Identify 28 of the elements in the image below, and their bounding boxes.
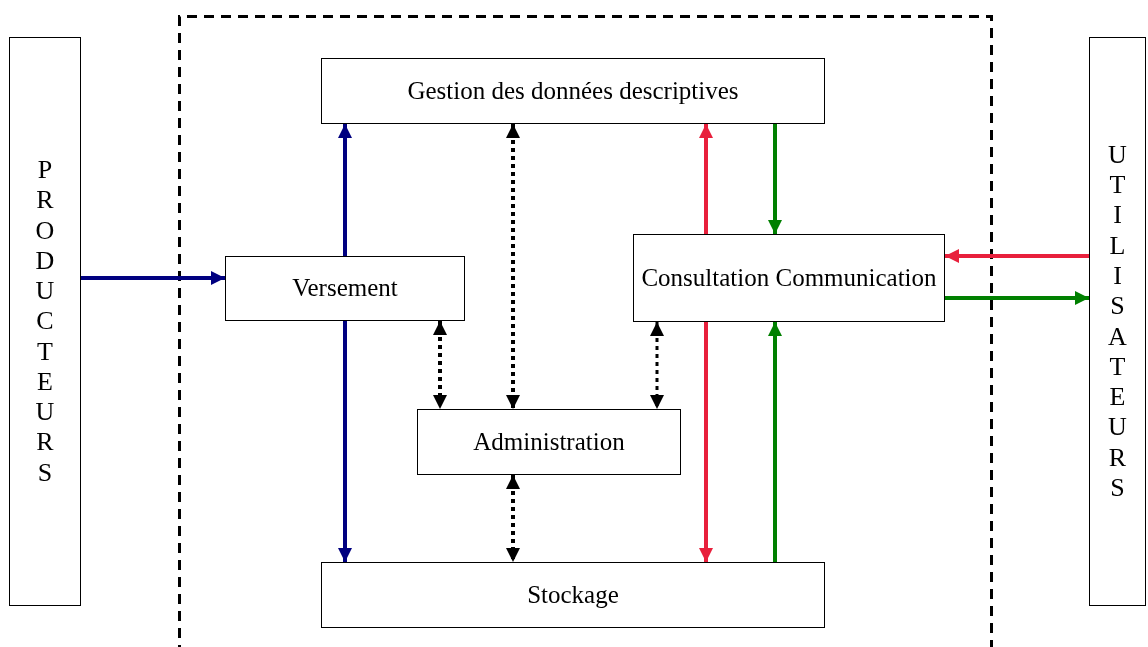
arrow <box>338 124 352 256</box>
actor-box <box>1089 37 1146 606</box>
arrow <box>81 271 225 285</box>
system-boundary <box>178 15 993 647</box>
arrow <box>338 321 352 562</box>
process-label: Administration <box>473 426 625 457</box>
actor-label: PRODUCTEURS <box>34 154 56 489</box>
arrow <box>650 322 664 409</box>
process-box <box>633 234 945 322</box>
arrow <box>945 291 1089 305</box>
process-label: Gestion des données descriptives <box>407 75 739 106</box>
actor-label: UTILISATEURS <box>1107 139 1128 504</box>
arrow <box>433 321 447 409</box>
arrow <box>768 322 782 562</box>
arrow <box>699 322 713 562</box>
arrow <box>945 249 1089 263</box>
process-label: Versement <box>292 273 398 304</box>
arrow <box>506 475 520 562</box>
process-box <box>417 409 681 475</box>
actor-box <box>9 37 81 606</box>
process-label: Stockage <box>527 579 619 610</box>
arrow <box>768 124 782 234</box>
process-box <box>321 58 825 124</box>
arrow <box>699 124 713 234</box>
process-box <box>321 562 825 628</box>
process-box <box>225 256 465 321</box>
arrow <box>506 124 520 409</box>
process-label: Consultation Communication <box>641 262 937 293</box>
